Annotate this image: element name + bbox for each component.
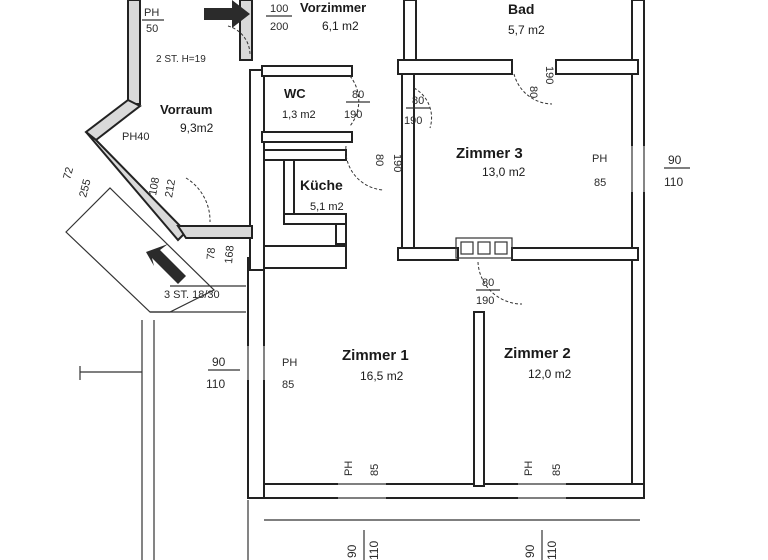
wall-wc-bottom xyxy=(261,131,353,143)
room-name-zimmer1: Zimmer 1 xyxy=(342,347,409,364)
room-area-zimmer1: 16,5 m2 xyxy=(360,369,404,383)
dim-stairs-3: 3 ST. 18/30 xyxy=(164,289,220,301)
dim-z1-bottom-ph-label: PH xyxy=(343,461,355,476)
wall-bad-bottom-right xyxy=(555,59,639,75)
window-gap-zimmer2 xyxy=(518,480,566,502)
room-area-wc: 1,3 m2 xyxy=(282,109,316,121)
door-swing-zimmer1 xyxy=(477,261,523,305)
room-area-bad: 5,7 m2 xyxy=(508,23,545,37)
dim-108: 108 xyxy=(147,176,162,196)
room-area-vorzimmer: 6,1 m2 xyxy=(322,19,359,33)
dim-72: 72 xyxy=(61,166,76,181)
room-area-zimmer2: 12,0 m2 xyxy=(528,367,572,381)
dim-168: 168 xyxy=(223,245,237,264)
wall-zimmer1-zimmer2 xyxy=(473,311,485,487)
stairs-lower-outline xyxy=(65,187,216,313)
dim-z3-ph-label: PH xyxy=(592,153,607,165)
wall-kueche-stub xyxy=(335,223,347,245)
dim-ph50-label: PH xyxy=(144,7,159,19)
dim-z1l-window-height: 110 xyxy=(206,377,225,391)
room-name-bad: Bad xyxy=(508,1,534,17)
dim-z3-window-width: 90 xyxy=(668,153,682,167)
room-name-zimmer3: Zimmer 3 xyxy=(456,145,523,162)
dim-kueche-door-height: 190 xyxy=(391,154,403,172)
door-swing-vorzimmer xyxy=(227,25,251,57)
dim-vor-door-width: 80 xyxy=(412,95,424,107)
dim-212: 212 xyxy=(163,178,178,198)
wall-kueche-base xyxy=(263,245,347,269)
room-area-kueche: 5,1 m2 xyxy=(310,201,344,213)
dim-bad-door-width: 80 xyxy=(527,86,539,98)
dim-z1-ph-label: PH xyxy=(282,357,297,369)
dim-wc-door-height: 190 xyxy=(344,109,362,121)
dim-door-height: 200 xyxy=(270,21,288,33)
dim-z2-bottom-ph-value: 85 xyxy=(551,464,563,476)
dim-bottom-right-height: 110 xyxy=(545,541,559,560)
wall-zimmer3-bottom-left xyxy=(397,247,459,261)
dim-255: 255 xyxy=(77,178,93,199)
dim-bottom-left-height: 110 xyxy=(367,541,381,560)
dim-z3-ph-value: 85 xyxy=(594,177,606,189)
room-name-kueche: Küche xyxy=(300,177,343,193)
bay-wall-bottom xyxy=(176,225,253,239)
dim-z1-ph-value: 85 xyxy=(282,379,294,391)
room-name-vorzimmer: Vorzimmer xyxy=(300,0,366,15)
wall-kueche-bottom xyxy=(283,213,347,225)
door-swing-wc xyxy=(349,75,360,127)
door-swing-bad xyxy=(513,73,553,105)
room-name-wc: WC xyxy=(284,86,306,101)
entry-arrow-diagonal xyxy=(146,244,186,284)
room-area-vorraum: 9,3m2 xyxy=(180,121,214,135)
ventilation-block xyxy=(455,237,513,259)
wall-vorzimmer-right xyxy=(403,0,417,65)
vent-slot-1 xyxy=(460,241,474,255)
dim-vor-door-height: 190 xyxy=(404,115,422,127)
dim-stairs-2: 2 ST. H=19 xyxy=(156,54,206,65)
bay-wall-top xyxy=(127,0,141,105)
wall-zimmer3-bottom-right xyxy=(511,247,639,261)
dim-z1l-window-width: 90 xyxy=(212,355,226,369)
wall-bad-bottom-left xyxy=(397,59,513,75)
dim-78: 78 xyxy=(205,247,218,260)
room-name-zimmer2: Zimmer 2 xyxy=(504,345,571,362)
door-swing-zimmer3 xyxy=(413,87,433,129)
door-swing-vorraum xyxy=(185,177,211,223)
window-gap-zimmer1 xyxy=(338,480,386,502)
dim-z1-door-height: 190 xyxy=(476,295,494,307)
entry-arrow-right xyxy=(204,0,250,28)
inner-wall-left-upper xyxy=(249,69,265,271)
window-gap-zimmer3 xyxy=(628,146,648,192)
dim-z1-bottom-ph-value: 85 xyxy=(369,464,381,476)
room-area-zimmer3: 13,0 m2 xyxy=(482,165,526,179)
dim-z1-door-width: 80 xyxy=(482,277,494,289)
wall-kueche-inner xyxy=(283,159,295,219)
door-swing-kueche xyxy=(345,145,385,191)
room-name-vorraum: Vorraum xyxy=(160,102,213,117)
vent-slot-3 xyxy=(494,241,508,255)
dim-bad-door-height: 190 xyxy=(543,66,555,84)
dim-wc-door-width: 80 xyxy=(352,89,364,101)
dim-ph40: PH40 xyxy=(122,131,150,143)
dim-kueche-door-width: 80 xyxy=(373,154,385,166)
dim-door-width: 100 xyxy=(270,3,288,15)
dim-bottom-right-width: 90 xyxy=(523,544,537,558)
wall-kueche-top xyxy=(263,149,347,161)
dim-ph50-value: 50 xyxy=(146,23,158,35)
dim-z3-window-height: 110 xyxy=(664,175,683,189)
vent-slot-2 xyxy=(477,241,491,255)
wall-vorzimmer-wc xyxy=(261,65,353,77)
outer-wall-bottom xyxy=(247,483,645,499)
dim-bottom-left-width: 90 xyxy=(345,544,359,558)
dim-z2-bottom-ph-label: PH xyxy=(523,461,535,476)
